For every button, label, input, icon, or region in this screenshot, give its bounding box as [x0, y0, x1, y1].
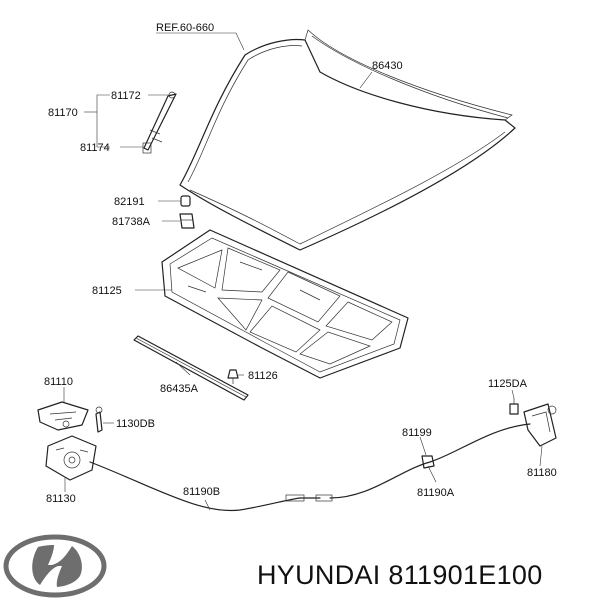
hood-stay-rod — [142, 91, 177, 154]
hood-insulator — [161, 229, 409, 379]
label-81130: 81130 — [46, 493, 76, 505]
hood-latch-assembly — [37, 401, 103, 481]
label-86430: 86430 — [372, 60, 403, 72]
leader-lines — [63, 32, 543, 511]
label-86435a: 86435A — [160, 383, 199, 395]
release-handle — [509, 398, 557, 447]
release-cable — [89, 423, 531, 512]
label-1130db: 1130DB — [116, 418, 155, 430]
label-81180: 81180 — [527, 467, 557, 479]
insulator-clip — [227, 369, 239, 384]
label-1125da: 1125DA — [488, 378, 528, 390]
label-81126: 81126 — [248, 370, 278, 382]
label-81738a: 81738A — [112, 216, 151, 228]
hood-panel — [179, 29, 516, 251]
label-82191: 82191 — [114, 196, 145, 208]
label-81170: 81170 — [48, 107, 78, 119]
label-81125: 81125 — [92, 285, 122, 297]
hyundai-logo-icon — [3, 534, 107, 598]
label-81174: 81174 — [80, 142, 110, 154]
part-labels: REF.60-660 86430 81170 81172 81174 82191… — [44, 22, 557, 505]
label-81172: 81172 — [111, 90, 141, 102]
label-81199: 81199 — [402, 427, 432, 439]
label-81110: 81110 — [44, 376, 73, 388]
label-81190a: 81190A — [417, 487, 455, 499]
weatherstrip — [133, 335, 249, 401]
label-ref-60-660: REF.60-660 — [156, 22, 214, 34]
hood-bumper — [179, 195, 195, 229]
brand-part-number: HYUNDAI 811901E100 — [257, 560, 543, 590]
label-81190b: 81190B — [183, 486, 220, 498]
